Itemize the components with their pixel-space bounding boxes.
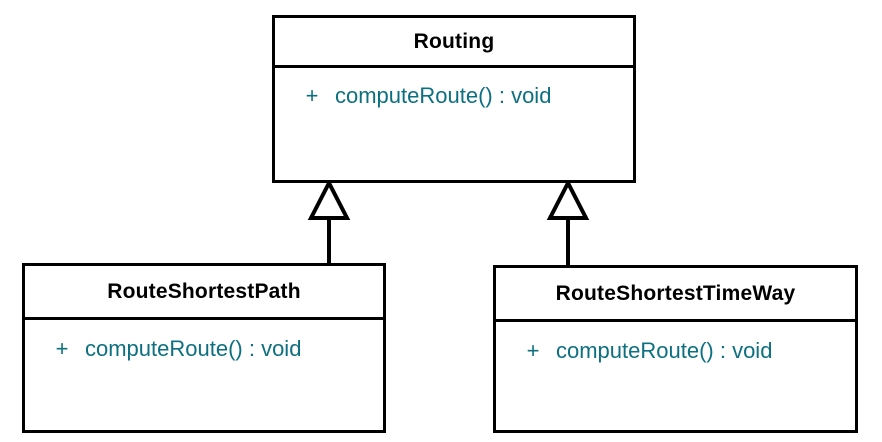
generalization-route-shortest-time-way-to-routing [546, 178, 590, 266]
uml-class-routing[interactable]: Routing + computeRoute() : void [272, 15, 636, 183]
generalization-route-shortest-path-to-routing [307, 178, 351, 265]
uml-member-row: + computeRoute() : void [289, 76, 633, 116]
uml-member-visibility: + [305, 83, 319, 108]
uml-class-routing-members: + computeRoute() : void [275, 68, 633, 116]
uml-class-route-shortest-time-way-title-row: RouteShortestTimeWay [496, 268, 855, 322]
uml-class-routing-title-row: Routing [275, 18, 633, 68]
uml-member-row: + computeRoute() : void [39, 328, 383, 370]
uml-class-routing-name: Routing [413, 29, 495, 53]
uml-member-row: + computeRoute() : void [510, 330, 855, 372]
uml-class-route-shortest-path-title-row: RouteShortestPath [25, 266, 383, 320]
uml-class-route-shortest-time-way-members: + computeRoute() : void [496, 322, 855, 372]
uml-member-signature: computeRoute() : void [556, 338, 773, 363]
uml-class-route-shortest-path-members: + computeRoute() : void [25, 320, 383, 370]
uml-member-signature: computeRoute() : void [335, 83, 552, 108]
uml-class-route-shortest-path[interactable]: RouteShortestPath + computeRoute() : voi… [22, 263, 386, 433]
uml-member-signature: computeRoute() : void [85, 336, 302, 361]
inheritance-triangle-icon-right [546, 178, 590, 220]
uml-member-visibility: + [526, 338, 540, 363]
uml-class-route-shortest-path-name: RouteShortestPath [107, 279, 301, 303]
uml-class-route-shortest-time-way[interactable]: RouteShortestTimeWay + computeRoute() : … [493, 265, 858, 433]
uml-member-visibility: + [55, 336, 69, 361]
inheritance-triangle-icon-left [307, 178, 351, 220]
uml-class-route-shortest-time-way-name: RouteShortestTimeWay [555, 281, 796, 305]
